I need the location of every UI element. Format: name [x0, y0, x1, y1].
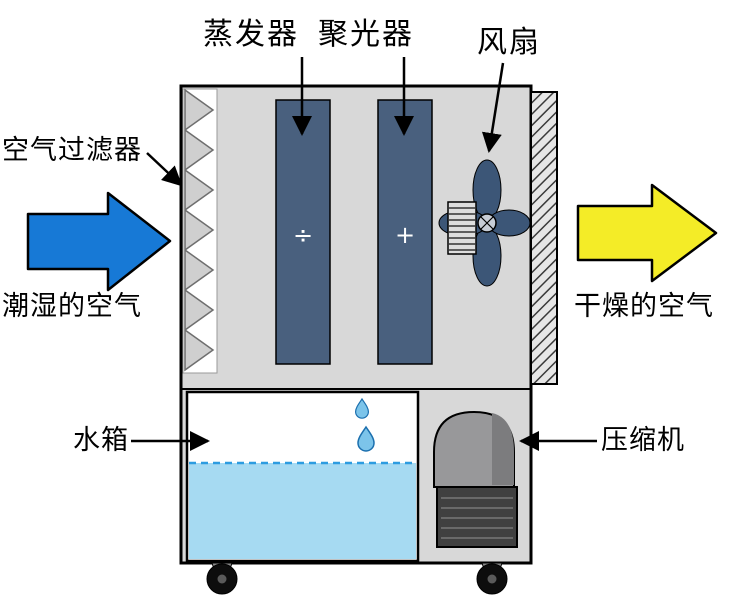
dry-air-arrow — [576, 183, 718, 283]
compressor-base-ridges — [441, 497, 513, 539]
evaporator-panel — [275, 99, 331, 365]
condenser-symbol: + — [395, 221, 415, 249]
fan-callout-arrow — [481, 62, 505, 153]
fan-hub-cross — [480, 216, 494, 230]
callout-arrows — [131, 57, 597, 451]
air-filter — [182, 88, 218, 374]
water-droplets — [354, 397, 375, 452]
caster-right — [476, 562, 508, 595]
water-droplet — [354, 397, 370, 419]
water-droplet — [357, 425, 375, 452]
caster-left — [206, 562, 238, 595]
label-air-filter: 空气过滤器 — [2, 135, 142, 166]
exhaust-vent — [530, 91, 558, 385]
air-filter-zigzag — [184, 88, 215, 372]
label-compressor: 压缩机 — [601, 425, 685, 456]
compressor-dome-shade — [492, 413, 514, 485]
humid-air-arrow — [26, 191, 172, 292]
fan — [438, 159, 531, 287]
air-filter-callout-arrow — [146, 152, 183, 187]
label-evaporator: 蒸发器 — [203, 17, 299, 52]
water — [189, 463, 416, 559]
condenser-panel — [377, 99, 433, 365]
water-tank — [185, 390, 420, 563]
label-condenser: 聚光器 — [318, 17, 414, 52]
label-dry-air: 干燥的空气 — [574, 291, 714, 322]
fan-blade-bottom — [472, 225, 502, 287]
fan-grille — [447, 201, 477, 255]
label-water-tank: 水箱 — [73, 425, 129, 456]
evaporator-symbol: ÷ — [293, 221, 313, 249]
label-humid-air: 潮湿的空气 — [2, 291, 142, 322]
compressor — [433, 410, 518, 548]
label-fan: 风扇 — [477, 25, 541, 60]
fan-blade-top — [472, 159, 502, 221]
compressor-base — [436, 486, 518, 548]
